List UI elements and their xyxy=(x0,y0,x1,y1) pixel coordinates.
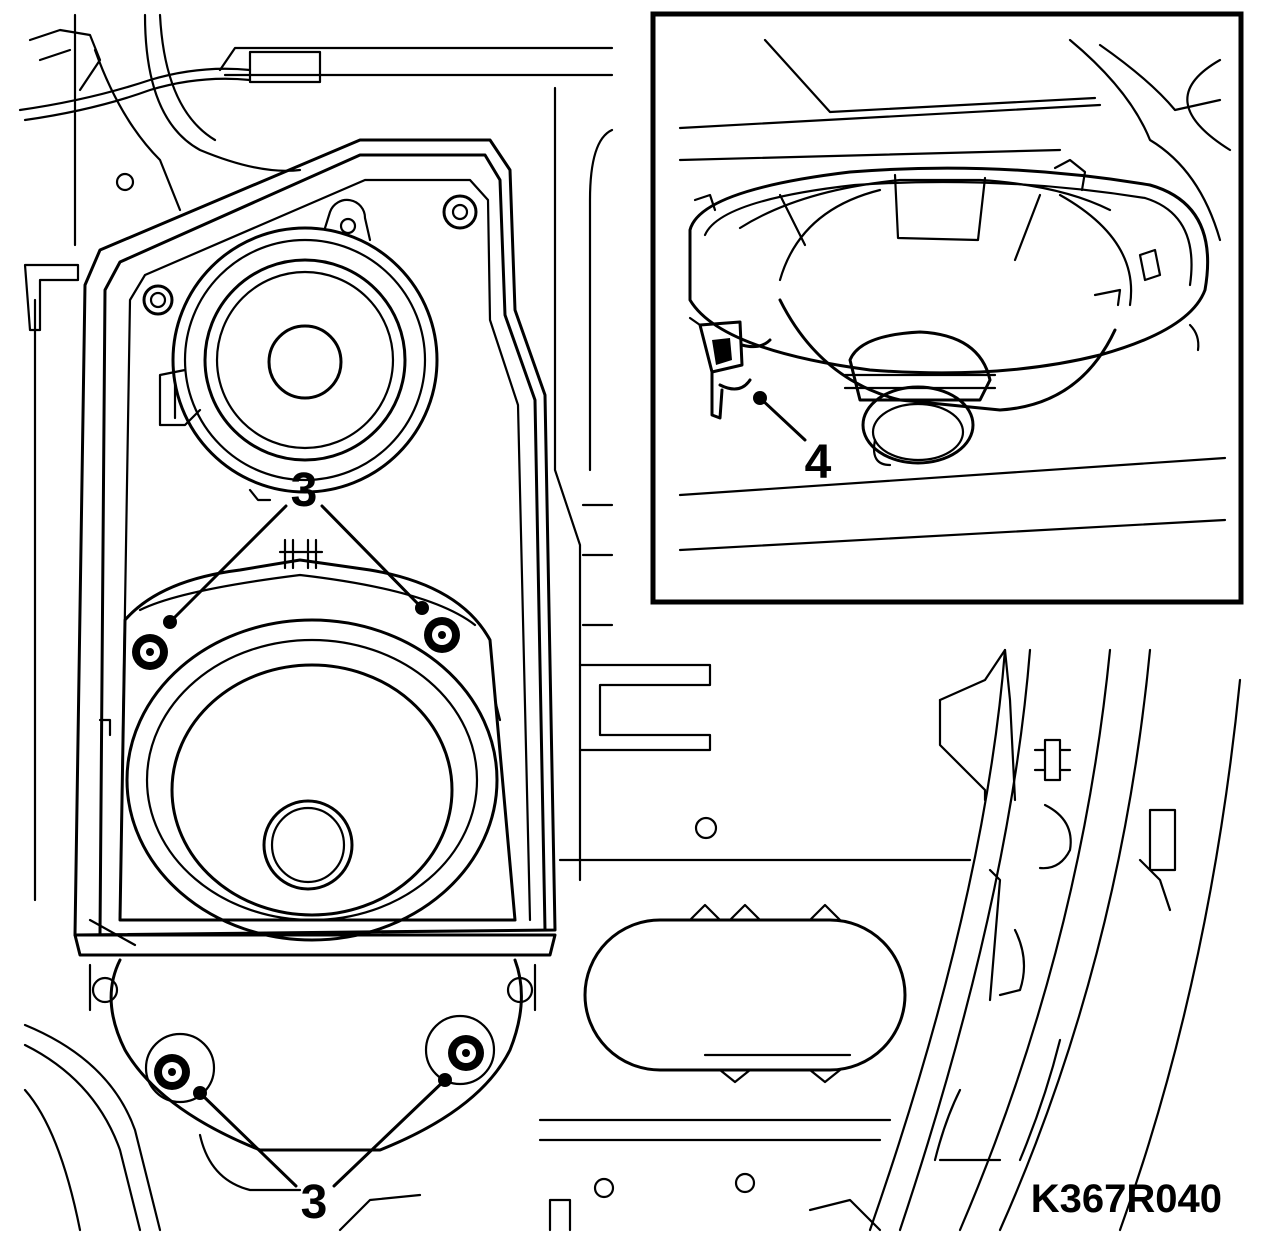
callout-connector: 4 xyxy=(753,391,832,489)
woofer-screw-right xyxy=(424,617,460,653)
callout-label-bottom-screws: 3 xyxy=(301,1176,328,1229)
callout-label-top-screws: 3 xyxy=(291,464,318,517)
callout-top-screws: 3 xyxy=(163,464,429,629)
woofer-screw-left xyxy=(132,634,168,670)
plate-screw-top-right xyxy=(442,194,478,230)
tweeter-speaker xyxy=(158,198,439,502)
woofer-speaker xyxy=(98,538,517,942)
speaker-mounting-plate xyxy=(73,138,557,957)
callout-label-connector: 4 xyxy=(805,436,832,489)
door-frame-seal xyxy=(808,648,1242,1232)
bracket-screw-right xyxy=(448,1035,484,1071)
door-inner-panel xyxy=(18,13,972,1232)
inset-connector xyxy=(688,316,772,420)
callout-bottom-screws: 3 xyxy=(193,1073,452,1229)
bracket-screw-left xyxy=(154,1054,190,1090)
lower-speaker-bracket xyxy=(23,958,537,1232)
inset-detail-view: 4 xyxy=(650,11,1244,605)
plate-screw-top-left xyxy=(142,284,174,316)
figure-reference-code: K367R040 xyxy=(1031,1177,1222,1221)
inset-speaker xyxy=(688,158,1210,467)
